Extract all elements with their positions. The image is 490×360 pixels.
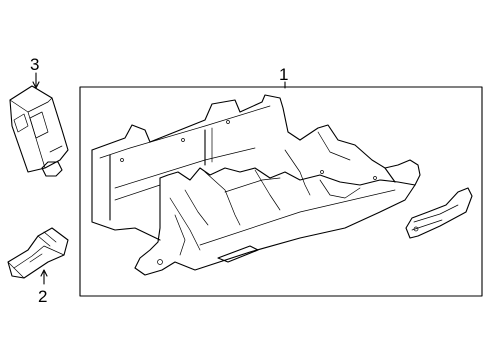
callout-3-label: 3	[30, 55, 39, 74]
connector-part	[7, 227, 69, 279]
trim-piece	[405, 187, 473, 239]
callout-1-label: 1	[279, 65, 288, 84]
assembly-frame	[79, 86, 483, 297]
glove-box-assembly	[91, 94, 421, 276]
callout-2-label: 2	[38, 287, 47, 306]
switch-part	[9, 85, 69, 177]
